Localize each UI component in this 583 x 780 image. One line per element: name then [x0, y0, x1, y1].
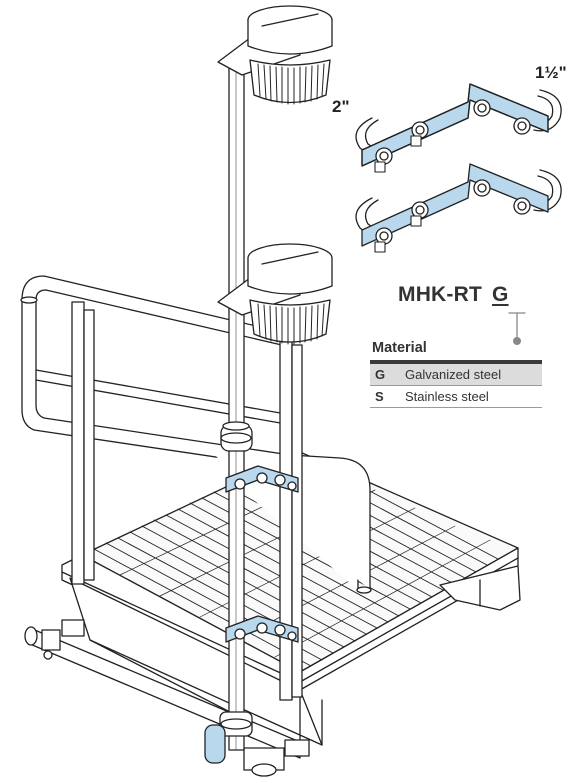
option-label: Galvanized steel [405, 367, 502, 382]
pole-bracket-lower [225, 615, 299, 643]
options-title: Material [370, 340, 542, 364]
model-material-code: G [492, 283, 509, 306]
light-fixture-bottom [217, 243, 333, 345]
pole-bracket-upper [225, 465, 299, 493]
code-leader-line [508, 312, 526, 345]
option-row-stainless: S Stainless steel [370, 386, 542, 408]
light-pole [204, 59, 253, 764]
model-prefix: MHK-RT [398, 283, 483, 306]
option-row-galvanized: G Galvanized steel [370, 364, 542, 386]
dimension-label-2in: 2" [332, 97, 350, 116]
handrail [20, 275, 372, 701]
light-fixture-top [217, 5, 333, 105]
dimension-label-1-5in: 1½" [535, 63, 567, 82]
detail-bracket-upper [355, 83, 562, 173]
option-label: Stainless steel [405, 389, 489, 404]
material-options-table: Material G Galvanized steel S Stainless … [370, 340, 542, 408]
detail-bracket-lower [355, 163, 562, 253]
model-code: MHK-RT G [398, 283, 509, 307]
option-code: S [375, 389, 384, 404]
option-code: G [375, 367, 386, 382]
